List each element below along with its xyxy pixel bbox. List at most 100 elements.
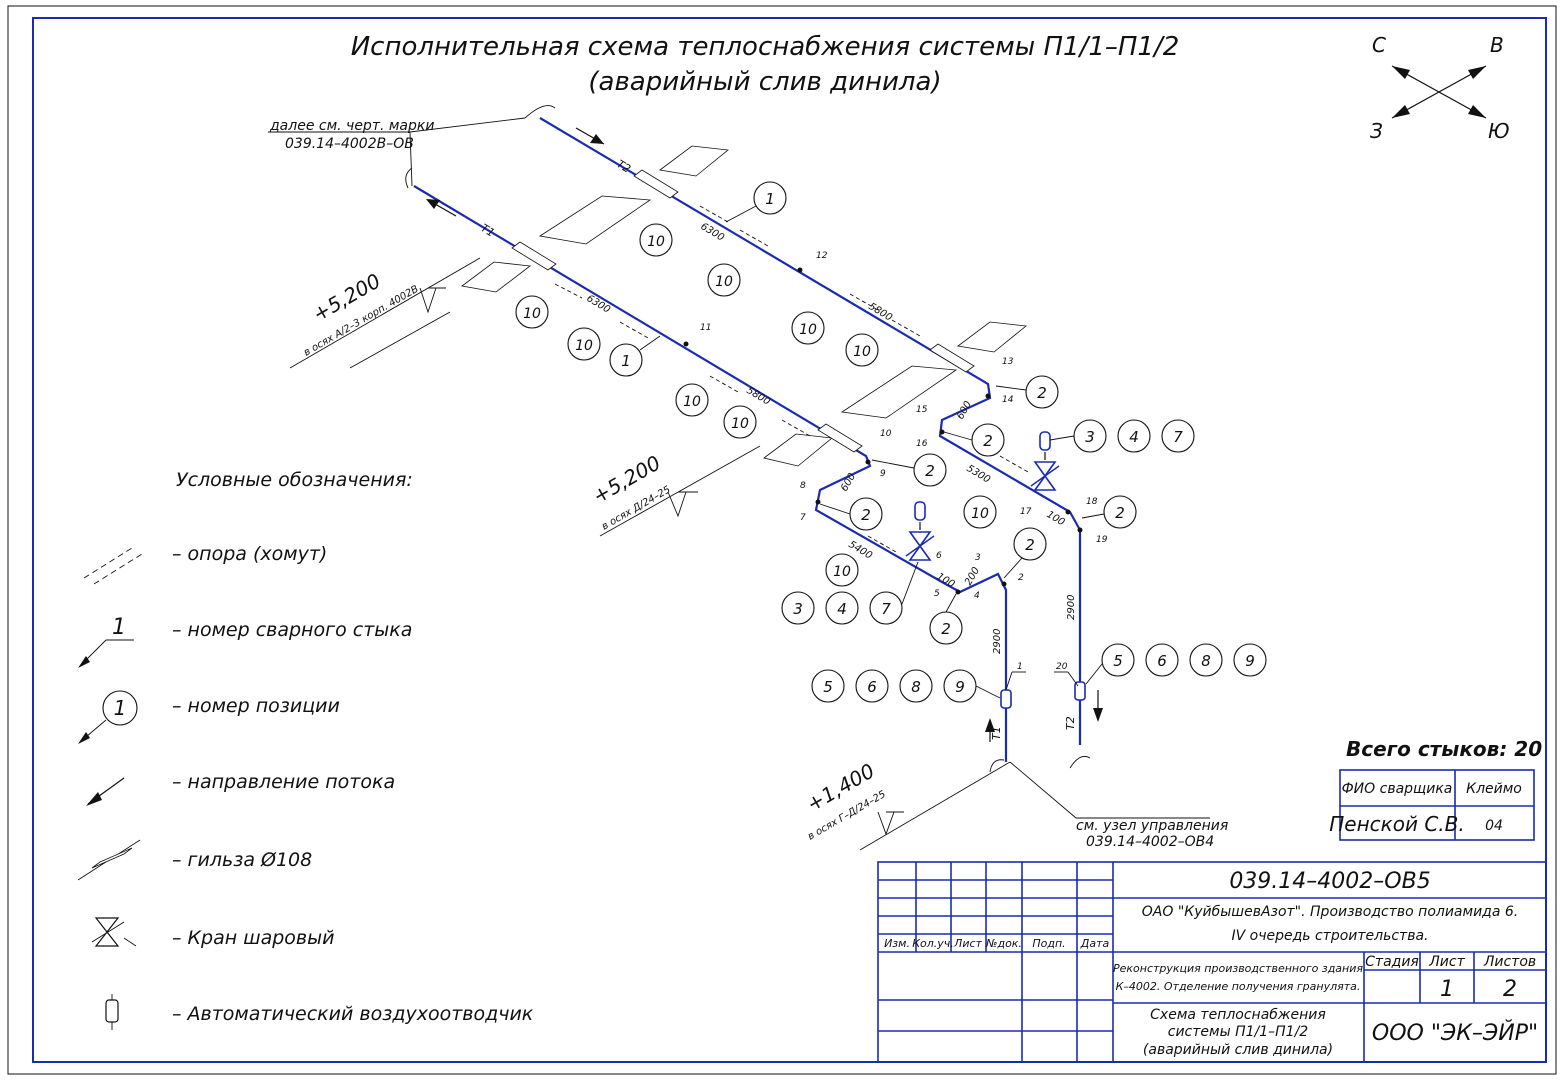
pipe-t1-label: Т1 <box>478 221 496 239</box>
drawing-name-line3: (аварийный слив динила) <box>1143 1042 1333 1058</box>
joint-3: 3 <box>975 553 981 563</box>
pipe-t2-label: Т2 <box>614 157 632 175</box>
doc-code: 039.14–4002–ОВ5 <box>1229 869 1430 894</box>
wall-hatches <box>461 145 1027 467</box>
bottom-reference-line1: см. узел управления <box>1076 818 1228 834</box>
joint-10: 10 <box>880 429 892 439</box>
joint-4: 4 <box>974 591 980 601</box>
col-header-podp: Подп. <box>1032 937 1065 950</box>
length-100-t2: 100 <box>1044 509 1066 528</box>
position-4-t2: 4 <box>1129 428 1139 446</box>
position-2-e: 2 <box>1115 504 1125 522</box>
col-header-izm: Изм. <box>884 937 910 950</box>
position-2-f: 2 <box>1025 536 1035 554</box>
pipeline-t2 <box>539 117 1082 745</box>
joint-2: 2 <box>1018 573 1024 583</box>
inner-frame <box>32 17 1547 1063</box>
position-2-g: 2 <box>941 620 951 638</box>
sheets-label: Листов <box>1483 954 1536 970</box>
title-block: 039.14–4002–ОВ5 ОАО "КуйбышевАзот". Прои… <box>877 861 1547 1063</box>
top-reference-line1: далее см. черт. марки <box>269 118 434 134</box>
length-5300: 5300 <box>964 463 991 486</box>
position-10-i: 10 <box>971 506 989 522</box>
position-6-t2: 6 <box>1157 652 1167 670</box>
legend-air-vent: – Автоматический воздухоотводчик <box>172 1003 534 1025</box>
drawing-name-line2: системы П1/1–П1/2 <box>1168 1024 1309 1040</box>
ball-valve-t1 <box>905 501 935 561</box>
position-7-t2: 7 <box>1173 428 1183 446</box>
top-reference-note: далее см. черт. марки 039.14–4002В–ОВ <box>268 105 556 189</box>
ball-valve-t2 <box>1030 431 1060 491</box>
joint-5: 5 <box>934 589 940 599</box>
position-8-t1: 8 <box>911 678 921 696</box>
length-600-t2: 600 <box>955 399 974 421</box>
joint-18: 18 <box>1086 497 1098 507</box>
col-header-koluch: Кол.уч. <box>912 937 954 950</box>
compass-rose: С В З Ю <box>1370 33 1510 143</box>
elevation-mark-2: +5,200 в осях Д/24–25 <box>589 445 761 537</box>
pipe-t2-riser-label: Т2 <box>1064 716 1077 730</box>
position-10-d: 10 <box>575 338 593 354</box>
pipe-supports <box>554 205 1029 553</box>
legend-weld-joint: – номер сварного стыка <box>172 619 412 641</box>
legend-flow: – направление потока <box>172 771 395 793</box>
welder-name-value: Пенской С.В. <box>1329 812 1465 836</box>
col-header-list: Лист <box>953 937 982 950</box>
compass-east-label: В <box>1490 33 1504 57</box>
position-10-h: 10 <box>731 416 749 432</box>
legend-position: – номер позиции <box>172 695 340 717</box>
position-3-t2: 3 <box>1085 428 1095 446</box>
position-3-t1: 3 <box>793 600 803 618</box>
welder-stamp-header: Клеймо <box>1466 781 1522 797</box>
legend-ball-valve: – Кран шаровый <box>172 927 334 949</box>
length-2900-t1: 2900 <box>992 629 1003 654</box>
pipe-t1-riser-label: Т1 <box>990 726 1003 740</box>
legend-position-sample: 1 <box>114 696 127 720</box>
position-9-t1: 9 <box>955 678 965 696</box>
position-10-j: 10 <box>833 564 851 580</box>
sheet-value: 1 <box>1440 977 1454 1002</box>
col-header-ndok: №док. <box>985 937 1022 950</box>
pipe-sleeves <box>511 169 975 453</box>
flow-arrows <box>426 127 1103 742</box>
drawing-title-line1: Исполнительная схема теплоснабжения сист… <box>351 32 1180 62</box>
joint-20: 20 <box>1056 662 1068 672</box>
joint-1: 1 <box>1017 662 1023 672</box>
joint-14: 14 <box>1002 395 1014 405</box>
compass-south-label: Ю <box>1488 119 1510 143</box>
length-200: 200 <box>963 565 982 587</box>
length-6300-t2: 6300 <box>698 221 725 244</box>
sheets-value: 2 <box>1503 977 1517 1002</box>
position-2-b: 2 <box>983 432 993 450</box>
position-6-t1: 6 <box>867 678 877 696</box>
joint-12: 12 <box>816 251 828 261</box>
position-5-t2: 5 <box>1113 652 1123 670</box>
position-2-a: 2 <box>1037 384 1047 402</box>
position-10-a: 10 <box>647 234 665 250</box>
org-line2: IV очередь строительства. <box>1232 928 1429 944</box>
joint-13: 13 <box>1002 357 1014 367</box>
position-9-t2: 9 <box>1245 652 1255 670</box>
position-4-t1: 4 <box>837 600 847 618</box>
compass-north-label: С <box>1372 33 1386 57</box>
legend-joint-sample: 1 <box>112 615 126 640</box>
joint-11: 11 <box>700 323 711 333</box>
position-10-g: 10 <box>683 394 701 410</box>
length-600-t1: 600 <box>839 471 858 493</box>
position-10-b: 10 <box>715 274 733 290</box>
project-line1: Реконструкция производственного здания <box>1113 962 1363 975</box>
weld-joint-labels: 1 2 3 4 5 6 7 8 9 10 11 12 13 14 15 16 1… <box>700 251 1108 691</box>
drawing-name-line1: Схема теплоснабжения <box>1150 1007 1326 1023</box>
position-7-t1: 7 <box>881 600 891 618</box>
joints-total: Всего стыков: 20 <box>1346 737 1542 761</box>
joint-16: 16 <box>916 439 928 449</box>
length-2900-t2: 2900 <box>1066 595 1077 620</box>
position-5-t1: 5 <box>823 678 833 696</box>
legend-support: – опора (хомут) <box>172 543 327 565</box>
position-8-t2: 8 <box>1201 652 1211 670</box>
position-1-bottom: 1 <box>621 352 631 370</box>
legend-sleeve: – гильза Ø108 <box>172 849 312 871</box>
welder-table: ФИО сварщика Клеймо Пенской С.В. 04 <box>1329 769 1535 841</box>
position-10-f: 10 <box>853 344 871 360</box>
welder-stamp-value: 04 <box>1485 818 1503 834</box>
